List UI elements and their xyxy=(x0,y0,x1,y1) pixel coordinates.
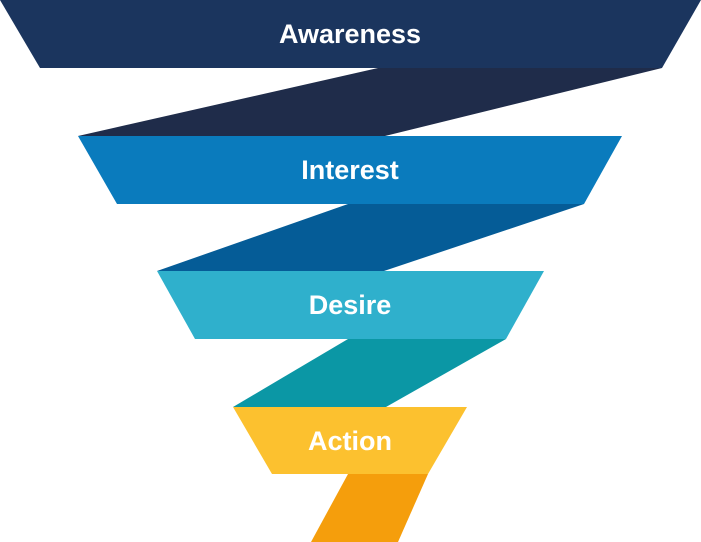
stage-awareness-label: Awareness xyxy=(279,19,421,49)
stage-interest-label: Interest xyxy=(301,155,399,185)
stage-desire-label: Desire xyxy=(309,290,392,320)
stage-interest-band xyxy=(78,136,622,204)
connector-desire-action xyxy=(233,339,506,407)
stage-interest: Interest xyxy=(78,136,622,204)
stage-action-band xyxy=(233,407,467,474)
stage-action-label: Action xyxy=(308,426,392,456)
stage-awareness: Awareness xyxy=(0,0,701,68)
stage-desire: Desire xyxy=(157,271,544,339)
action-tail xyxy=(311,474,428,542)
connector-awareness-interest xyxy=(78,68,662,136)
stage-awareness-band xyxy=(0,0,701,68)
stage-action: Action xyxy=(233,407,467,474)
stage-desire-band xyxy=(157,271,544,339)
connector-interest-desire xyxy=(157,204,584,271)
